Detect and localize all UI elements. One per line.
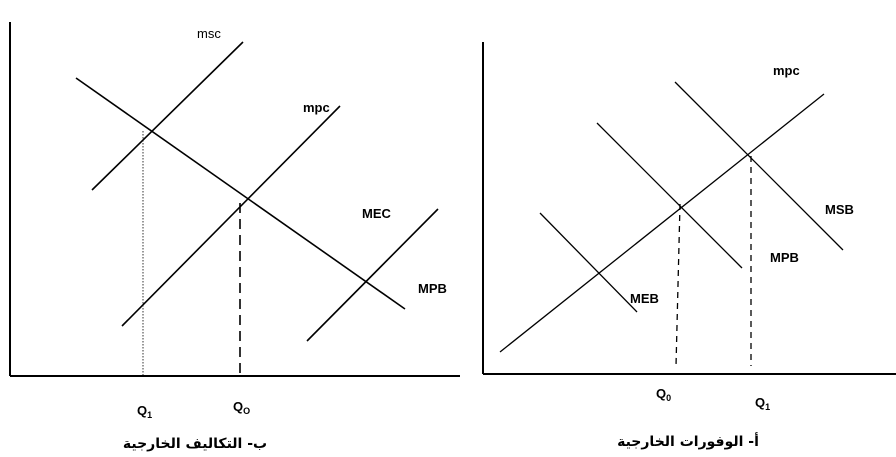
q0-label-right: Q0	[656, 386, 671, 403]
msb-label: MSB	[825, 202, 854, 217]
meb-curve	[539, 212, 638, 313]
q0-dashed-line-right	[675, 203, 681, 367]
mec-label: MEC	[362, 206, 392, 221]
left-panel: msc mpc MEC MPB Q1 QO ب- التكاليف الخارج…	[9, 22, 460, 452]
mpb-label: MPB	[418, 281, 447, 296]
meb-label: MEB	[630, 291, 659, 306]
q1-label: Q1	[137, 403, 152, 420]
mpc-curve-right	[499, 93, 825, 353]
mpb-label-right: MPB	[770, 250, 799, 265]
mpb-curve	[75, 77, 406, 310]
q1-label-right: Q1	[755, 395, 770, 412]
mpb-curve-right	[596, 122, 743, 269]
mpc-curve	[121, 105, 341, 327]
mec-curve	[306, 208, 439, 342]
msc-curve	[91, 41, 244, 191]
msc-label: msc	[197, 26, 221, 41]
mpc-label-right: mpc	[773, 63, 800, 78]
msb-curve	[674, 81, 844, 251]
left-caption: ب- التكاليف الخارجية	[123, 436, 267, 452]
q0-label: QO	[233, 399, 250, 416]
right-panel: mpc MSB MPB MEB Q0 Q1 أ- الوفورات الخارج…	[482, 42, 896, 450]
right-caption: أ- الوفورات الخارجية	[617, 432, 759, 450]
mpc-label: mpc	[303, 100, 330, 115]
